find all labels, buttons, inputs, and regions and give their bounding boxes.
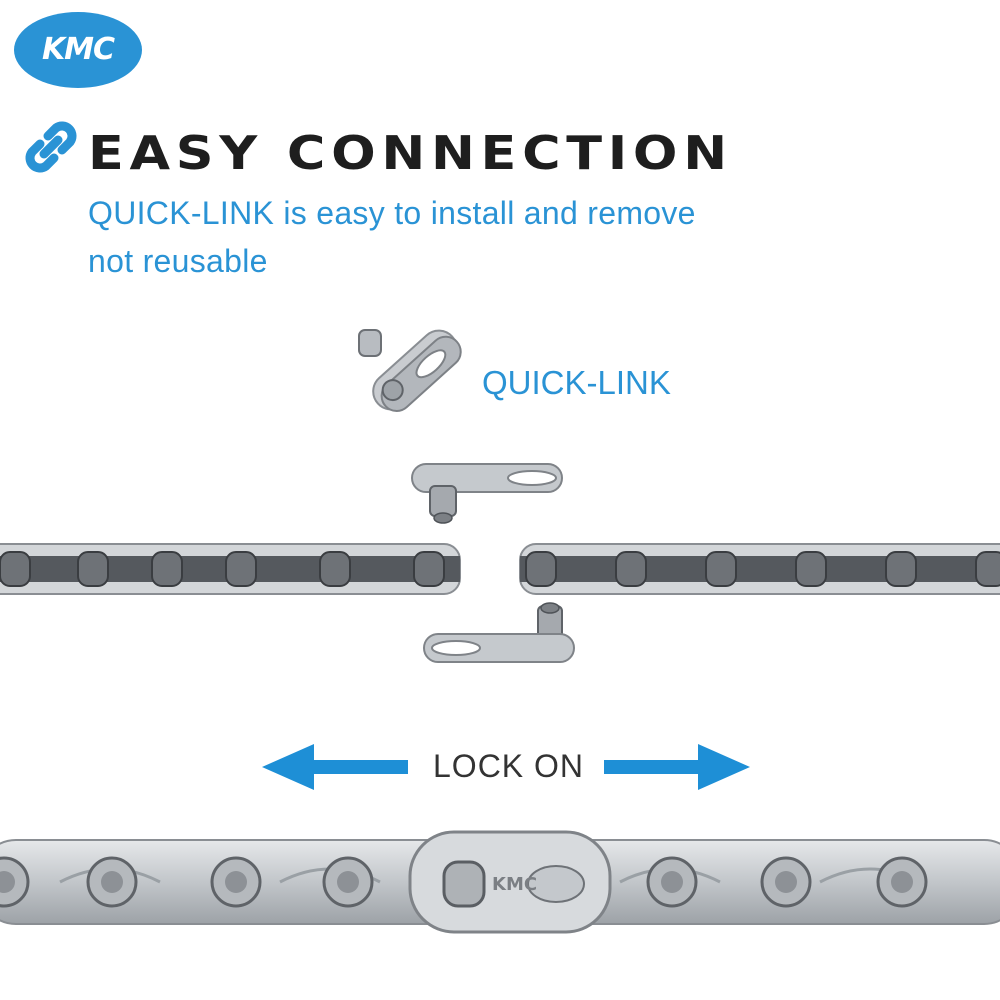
- quick-link-label: QUICK-LINK: [482, 364, 671, 401]
- quick-link-top-plate: [411, 463, 563, 524]
- subtitle-line-2: not reusable: [88, 243, 268, 279]
- page-title: EASY CONNECTION: [88, 126, 733, 180]
- arrow-left-icon: [262, 744, 408, 790]
- kmc-logo: KMC: [12, 10, 144, 90]
- logo-oval-shape: [14, 12, 142, 88]
- arrow-right-icon: [604, 744, 750, 790]
- quick-link-assembled-image: [358, 329, 462, 412]
- chain-link-icon: [25, 121, 77, 173]
- chain-segment-left: [0, 543, 461, 595]
- chain-assembled-closeup: KMC: [0, 830, 1000, 934]
- plate-engraving: KMC: [492, 874, 537, 895]
- logo-text: KMC: [41, 32, 115, 67]
- subtitle-line-1: QUICK-LINK is easy to install and remove: [88, 195, 696, 231]
- quick-link-bottom-plate: [423, 602, 575, 663]
- lock-on-label: LOCK ON: [433, 748, 585, 784]
- chain-segment-right: [519, 543, 1000, 595]
